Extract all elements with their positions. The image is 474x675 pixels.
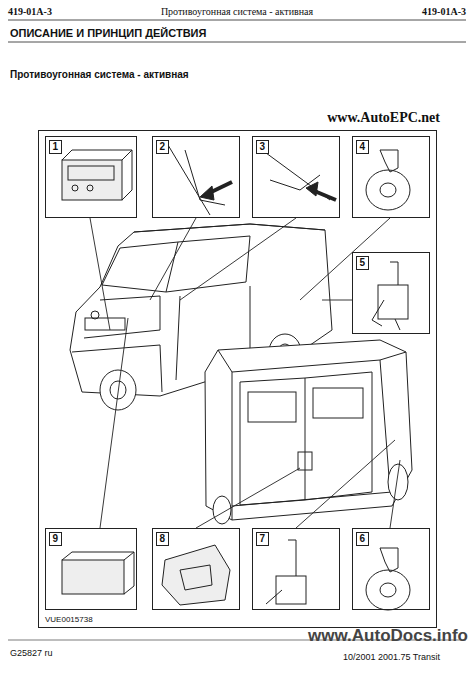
- detail-panel: 4: [352, 136, 430, 218]
- detail-panel: 5: [352, 252, 430, 334]
- figure-frame: VUE0015738 1 2 3 4 5 9 8 7 6: [38, 130, 437, 628]
- callout-number: 9: [49, 532, 63, 546]
- figure-code: VUE0015738: [45, 615, 93, 624]
- leader-lines: [90, 218, 400, 528]
- callout-number: 3: [256, 140, 270, 154]
- rear-van: [205, 340, 412, 524]
- callout-number: 6: [356, 532, 370, 546]
- detail-panel: 9: [45, 528, 137, 610]
- subheading: Противоугонная система - активная: [10, 69, 189, 80]
- callout-number: 7: [256, 532, 270, 546]
- watermark: www.AutoEPC.net: [327, 110, 440, 126]
- document-code: G25827 ru: [10, 648, 53, 658]
- detail-panel: 1: [45, 136, 137, 218]
- header-title: Противоугонная система - активная: [161, 6, 313, 17]
- detail-panel: 6: [352, 528, 430, 610]
- section-rule: [8, 42, 466, 43]
- callout-number: 1: [49, 140, 63, 154]
- callout-number: 2: [156, 140, 170, 154]
- detail-panel: 7: [252, 528, 340, 610]
- detail-panel: 2: [152, 136, 240, 218]
- page-number: 419-01A-3: [8, 6, 52, 17]
- detail-panel: 3: [252, 136, 340, 218]
- header-rule: [8, 20, 466, 21]
- detail-panel: 8: [152, 528, 240, 610]
- callout-number: 8: [156, 532, 170, 546]
- callout-number: 5: [356, 256, 370, 270]
- callout-number: 4: [356, 140, 370, 154]
- edition-date: 10/2001 2001.75 Transit: [343, 652, 440, 662]
- watermark: www.AutoDocs.info: [308, 626, 468, 646]
- page-number: 419-01A-3: [422, 6, 466, 17]
- panel-icons: [62, 140, 410, 610]
- section-title: ОПИСАНИЕ И ПРИНЦИП ДЕЙСТВИЯ: [10, 27, 206, 39]
